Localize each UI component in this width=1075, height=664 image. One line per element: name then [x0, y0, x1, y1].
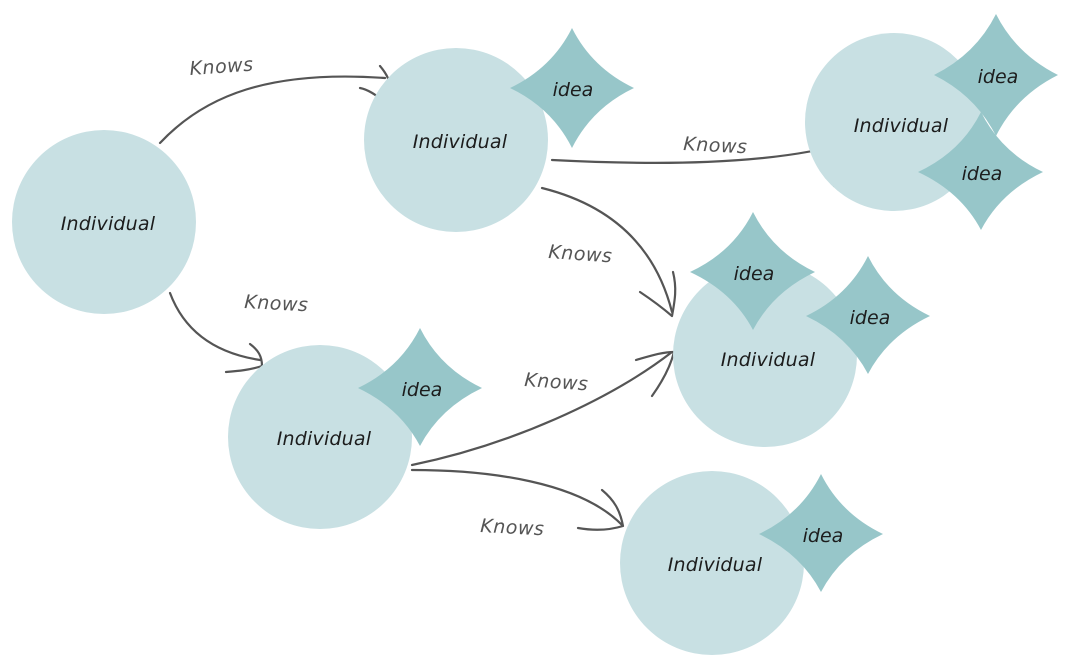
edge-label: Knows	[189, 54, 254, 80]
idea-star-shape	[358, 328, 482, 446]
individual-circle	[364, 48, 548, 232]
edge-a-b: Knows	[158, 54, 392, 145]
edge-d-f: Knows	[410, 468, 625, 540]
idea-star-c-2: idea	[918, 112, 1043, 230]
idea-star-shape	[759, 474, 883, 592]
edge-label: Knows	[244, 291, 309, 316]
edge-b-e: Knows	[540, 186, 677, 318]
idea-star-f: idea	[759, 474, 883, 592]
idea-star-shape	[918, 112, 1043, 230]
idea-star-b: idea	[510, 28, 634, 148]
individual-e-label-group: Individual	[721, 349, 816, 371]
individual-label: Individual	[413, 131, 508, 153]
arrowhead-icon	[638, 270, 677, 318]
idea-star-d: idea	[358, 328, 482, 446]
edge-label: Knows	[480, 515, 545, 540]
edge-line	[410, 350, 674, 467]
individual-circle	[12, 130, 196, 314]
individual-node-a: Individual	[12, 130, 196, 314]
idea-label: idea	[553, 79, 594, 101]
idea-label: idea	[962, 163, 1003, 185]
edge-line	[168, 291, 262, 362]
idea-star-c-1: idea	[934, 14, 1058, 136]
idea-label: idea	[978, 66, 1019, 88]
individual-circle	[673, 263, 857, 447]
edge-line	[158, 75, 387, 145]
edge-label: Knows	[548, 241, 613, 267]
idea-label: idea	[850, 307, 891, 329]
individual-label: Individual	[854, 115, 949, 137]
individual-label: Individual	[668, 554, 763, 576]
edge-label: Knows	[683, 133, 748, 158]
idea-star-shape	[806, 256, 930, 374]
edge-d-e: Knows	[410, 350, 676, 467]
edge-line	[410, 468, 624, 527]
idea-label: idea	[734, 263, 775, 285]
idea-star-shape	[934, 14, 1058, 136]
individual-label: Individual	[721, 349, 816, 371]
edge-label: Knows	[524, 369, 589, 395]
individual-circle	[620, 471, 804, 655]
idea-star-e-1: idea	[690, 212, 815, 330]
idea-star-shape	[510, 28, 634, 148]
idea-label: idea	[803, 525, 844, 547]
idea-star-shape	[690, 212, 815, 330]
arrowhead-icon	[224, 342, 264, 374]
individual-node-e	[673, 263, 857, 447]
arrowhead-icon	[576, 488, 625, 531]
individual-label: Individual	[277, 428, 372, 450]
individual-node-b: Individual	[364, 48, 548, 232]
individual-label: Individual	[61, 213, 156, 235]
individual-c-label-group: Individual	[854, 115, 949, 137]
individual-node-f: Individual	[620, 471, 804, 655]
idea-label: idea	[402, 379, 443, 401]
edge-b-c: Knows	[550, 133, 854, 188]
edge-line	[540, 186, 674, 314]
idea-star-e-2: idea	[806, 256, 930, 374]
